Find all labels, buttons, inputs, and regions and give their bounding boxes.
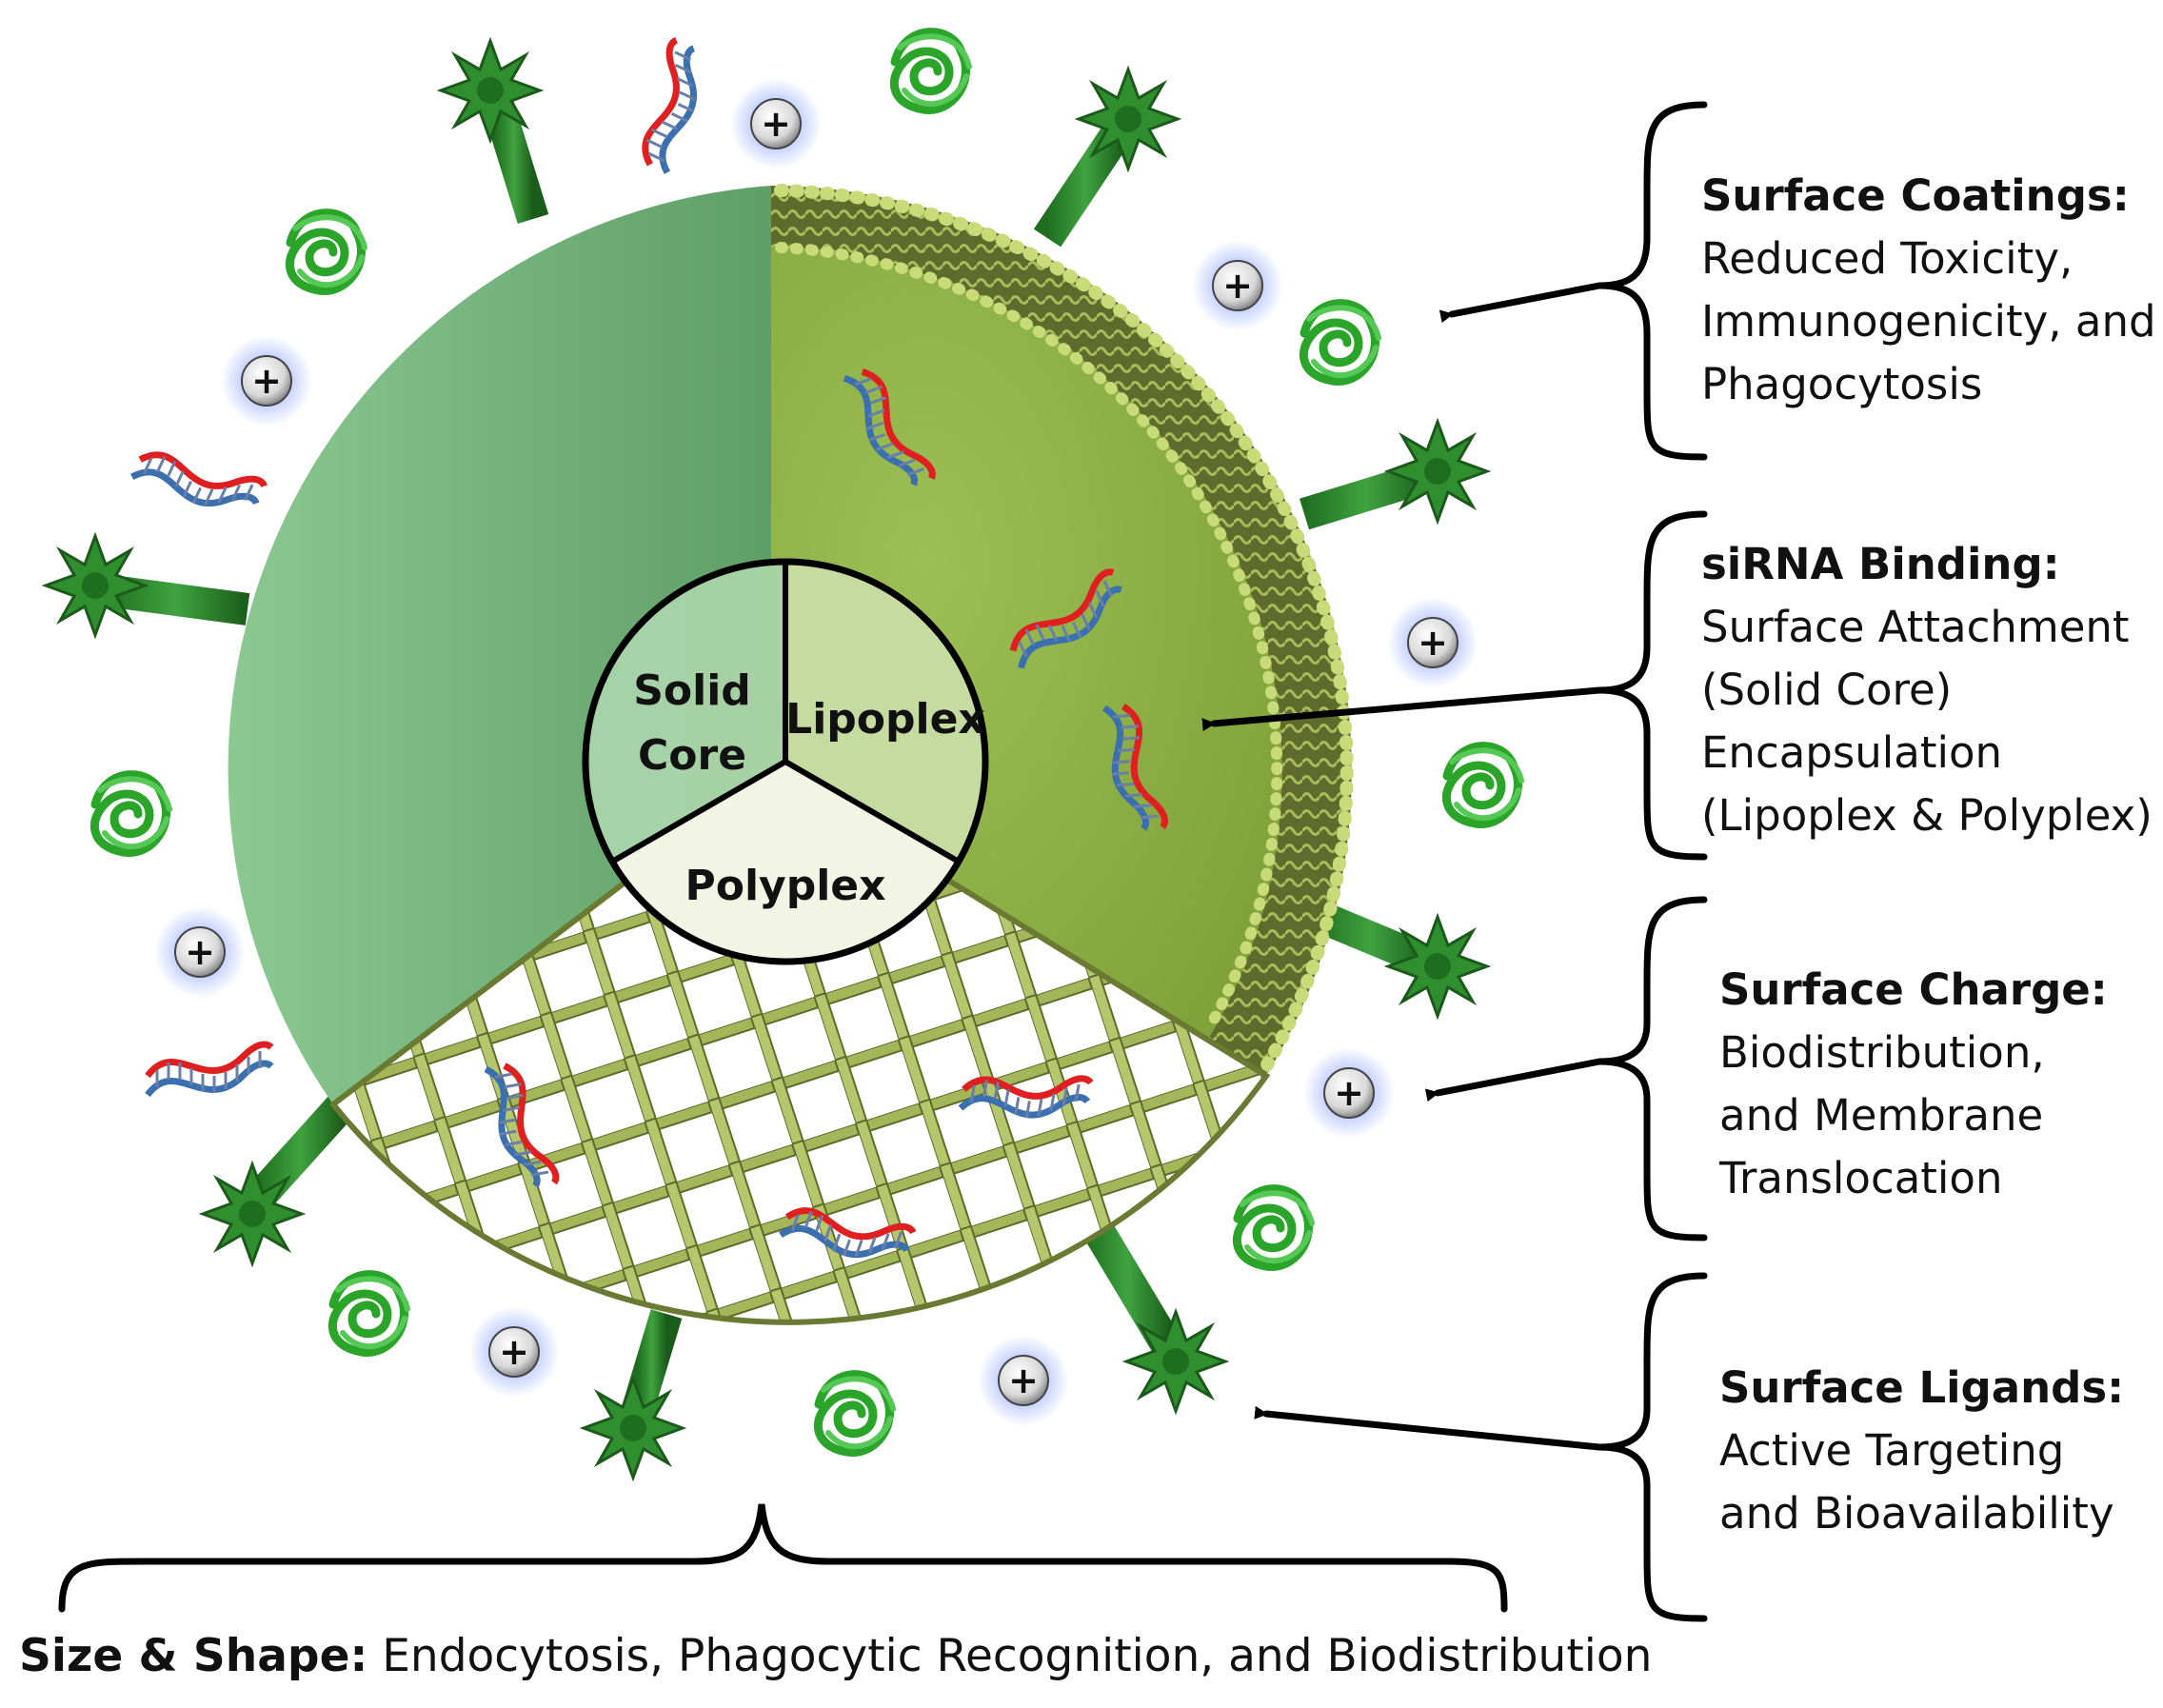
protein-coil-icon — [1446, 746, 1521, 824]
protein-coil-icon — [289, 213, 365, 291]
ligand-star-icon — [44, 534, 147, 637]
ligand-star-icon — [1386, 420, 1489, 523]
ligand-star-icon — [439, 39, 542, 142]
positive-charge-icon: + — [730, 78, 822, 169]
svg-text:+: + — [251, 360, 282, 402]
solid-core-label-1: Solid — [633, 666, 751, 715]
polyplex-label: Polyplex — [685, 862, 885, 910]
protein-coil-icon — [818, 1375, 893, 1453]
size-shape-title: Size & Shape: — [19, 1630, 368, 1682]
svg-text:+: + — [499, 1331, 529, 1373]
sirna-duplex-icon — [148, 1044, 271, 1095]
protein-coil-icon — [1237, 1189, 1312, 1267]
nanoparticle — [228, 184, 1354, 1325]
annotation-line: (Lipoplex & Polyplex) — [1701, 790, 2153, 841]
curly-brace-icon — [58, 1503, 1508, 1613]
annotation-line: Translocation — [1719, 1153, 2003, 1203]
arrow-icon — [1439, 282, 1603, 324]
annotation-line: (Solid Core) — [1701, 665, 1953, 715]
pie-solid-core — [585, 561, 785, 862]
sirna-duplex-icon — [132, 431, 266, 529]
sirna-binding-title: siRNA Binding: — [1701, 539, 2060, 589]
positive-charge-icon: + — [468, 1306, 560, 1398]
positive-charge-icon: + — [154, 906, 246, 998]
ligand-star-icon — [1386, 915, 1489, 1018]
annotation-connectors — [58, 101, 1708, 1622]
curly-brace-icon — [1598, 1272, 1708, 1622]
protein-coil-icon — [332, 1275, 407, 1353]
positive-charge-icon: + — [221, 335, 312, 427]
solid-core-region — [228, 186, 771, 1104]
annotation-line: Phagocytosis — [1701, 359, 1983, 409]
curly-brace-icon — [1598, 896, 1708, 1241]
ligand-star-icon — [1077, 68, 1180, 170]
surface-ligands-title: Surface Ligands: — [1719, 1362, 2125, 1413]
ligand-star-icon — [1124, 1310, 1227, 1413]
annotation-line: Surface Attachment — [1701, 602, 2130, 652]
annotation-line: Encapsulation — [1701, 727, 2003, 778]
annotation-line: and Membrane — [1719, 1090, 2044, 1141]
surface-charge-annotation: Surface Charge: Biodistribution, and Mem… — [1719, 959, 2108, 1210]
positive-charge-icon: + — [1192, 240, 1283, 331]
svg-text:+: + — [1008, 1360, 1039, 1401]
surface-coatings-annotation: Surface Coatings: Reduced Toxicity, Immu… — [1701, 165, 2156, 416]
surface-charge-title: Surface Charge: — [1719, 964, 2108, 1015]
protein-coil-icon — [1303, 304, 1379, 382]
arrow-icon — [1424, 1058, 1603, 1102]
positive-charge-icon: + — [978, 1335, 1069, 1426]
size-shape-annotation: Size & Shape: Endocytosis, Phagocytic Re… — [19, 1630, 1652, 1682]
annotation-line: Active Targeting — [1719, 1425, 2065, 1476]
svg-text:+: + — [1222, 265, 1253, 307]
annotation-line: Immunogenicity, and — [1701, 296, 2156, 347]
sirna-duplex-icon — [622, 39, 720, 172]
ligand-star-icon — [582, 1377, 685, 1480]
pie-lipoplex — [785, 561, 986, 862]
polyplex-mesh — [328, 767, 1271, 1325]
surface-ligands-annotation: Surface Ligands: Active Targeting and Bi… — [1719, 1357, 2124, 1545]
svg-text:+: + — [1418, 622, 1448, 664]
solid-core-label-2: Core — [638, 731, 746, 780]
curly-brace-icon — [1598, 101, 1708, 461]
size-shape-text: Endocytosis, Phagocytic Recognition, and… — [382, 1630, 1653, 1682]
positive-charge-icon: + — [1303, 1047, 1395, 1139]
arrow-icon — [1201, 686, 1603, 732]
annotation-line: and Bioavailability — [1719, 1488, 2114, 1539]
positive-charge-icon: + — [1387, 597, 1478, 688]
ligand-star-icon — [201, 1162, 304, 1265]
svg-text:+: + — [761, 103, 791, 145]
lipoplex-label: Lipoplex — [785, 695, 985, 744]
svg-text:+: + — [185, 931, 215, 973]
protein-coil-icon — [894, 32, 969, 110]
annotation-line: Biodistribution, — [1719, 1027, 2045, 1078]
center-pie: Solid Core Lipoplex Polyplex — [582, 558, 989, 965]
surface-charges: + + + + + + + + — [154, 78, 1478, 1426]
protein-coil-icon — [94, 775, 169, 853]
arrow-icon — [1254, 1405, 1603, 1451]
annotation-line: Reduced Toxicity, — [1701, 233, 2074, 284]
surface-coatings-title: Surface Coatings: — [1701, 170, 2130, 221]
curly-brace-icon — [1598, 510, 1708, 861]
sirna-binding-annotation: siRNA Binding: Surface Attachment (Solid… — [1701, 533, 2153, 847]
svg-text:+: + — [1334, 1072, 1364, 1114]
